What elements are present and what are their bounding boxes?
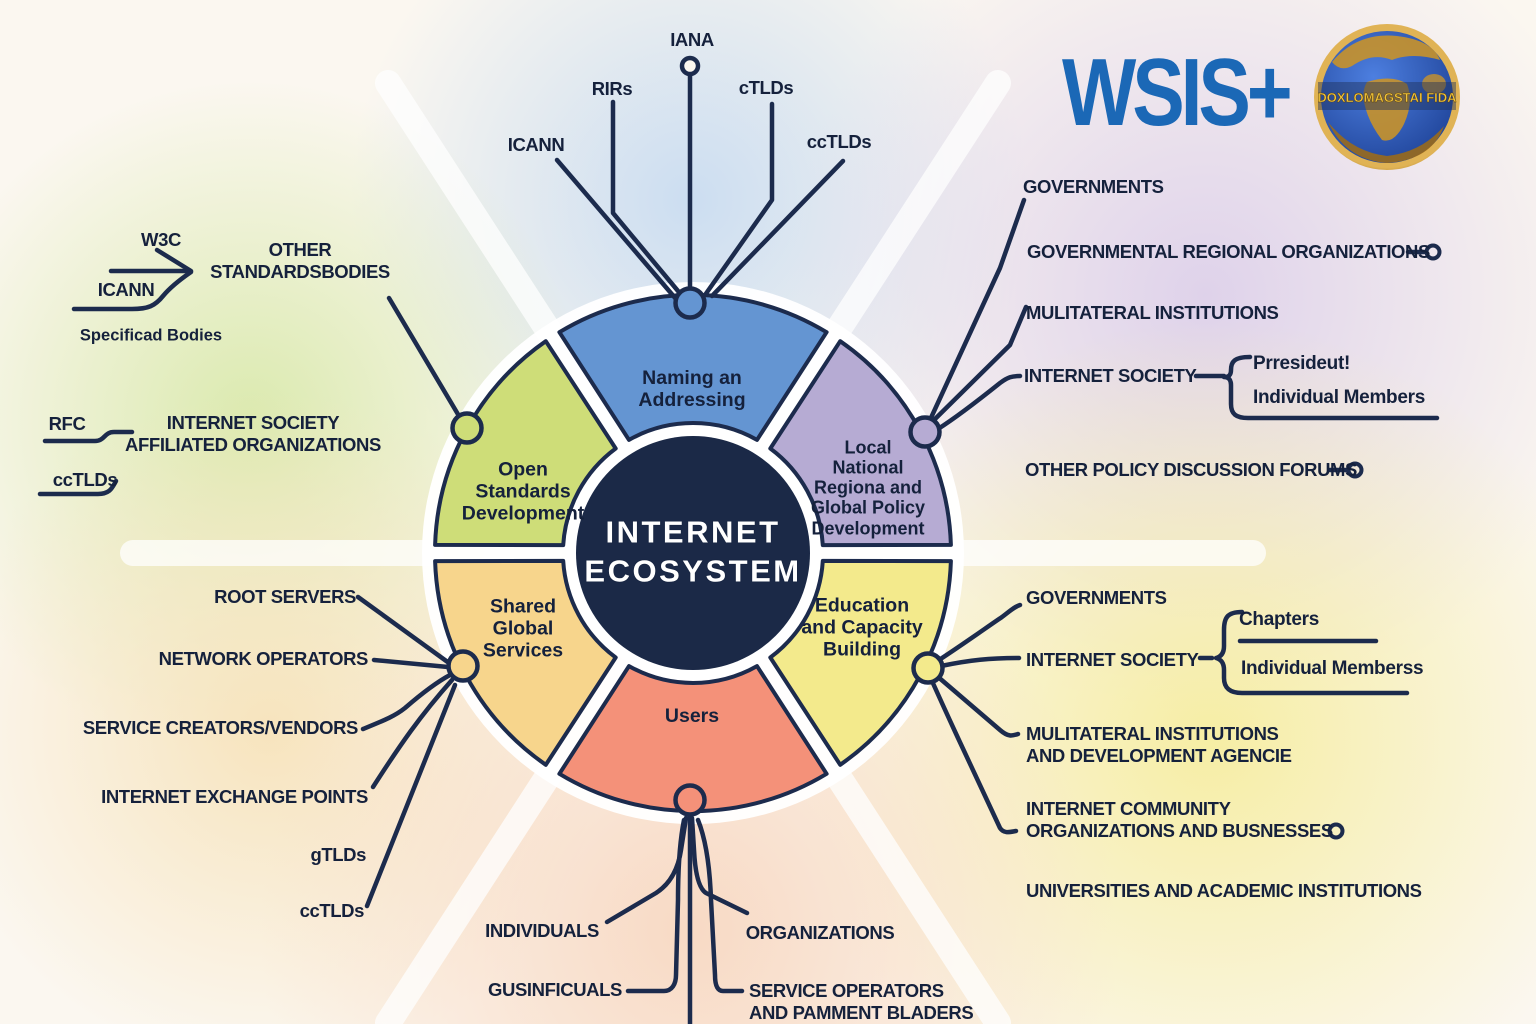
label-internet-society-top: INTERNET SOCIETY (1024, 365, 1197, 387)
label-individual-members: Individual Members (1253, 386, 1425, 408)
label-network-operators: NETWORK OPERATORS (158, 648, 369, 670)
wedge-label-naming: Naming an Addressing (638, 367, 746, 411)
label-universities: UNIVERSITIES AND ACADEMIC INSTITUTIONS (1026, 880, 1422, 902)
label-service-operators: SERVICE OPERATORS AND PAMMENT BLADERS (749, 980, 974, 1023)
center-title: INTERNET ECOSYSTEM (584, 514, 802, 588)
label-other-standards-bodies: OTHER STANDARDSBODIES (210, 239, 390, 282)
label-ctlds: cTLDs (738, 77, 794, 99)
label-cctlds-top: ccTLDs (806, 131, 872, 153)
label-governments-top: GOVERNMENTS (1023, 176, 1164, 198)
label-specificad-bodies: Specificad Bodies (79, 326, 223, 345)
label-rirs: RIRs (591, 78, 633, 100)
node-education (911, 651, 945, 685)
label-rfc: RFC (48, 413, 86, 435)
label-gusinficuals: GUSINFICUALS (488, 979, 622, 1001)
globe-text: DOXLOMAGSTAI FIDA (1317, 90, 1457, 105)
label-internet-society-bottom: INTERNET SOCIETY (1026, 649, 1199, 671)
label-internet-community: INTERNET COMMUNITY ORGANIZATIONS AND BUS… (1026, 798, 1333, 841)
node-shared (446, 649, 480, 683)
label-gtlds: gTLDs (310, 844, 366, 866)
label-multilateral-development: MULITATERAL INSTITUTIONS AND DEVELOPMENT… (1026, 723, 1292, 766)
node-users (673, 783, 707, 817)
label-service-creators-vendors: SERVICE CREATORS/VENDORS (82, 717, 359, 739)
wedge-shared-services (433, 558, 618, 767)
label-cctlds-left: ccTLDs (52, 469, 118, 491)
label-organizations: ORGANIZATIONS (745, 922, 895, 944)
label-governmental-regional-orgs: GOVERNMENTAL REGIONAL ORGANIZATIONS (1027, 241, 1430, 263)
label-individuals: INDIVIDUALS (485, 920, 599, 942)
wsis-logo-text: WSIS+ (1062, 39, 1293, 146)
wedge-label-open: Open Standards Development (461, 458, 585, 524)
wedge-label-policy: Local National Regiona and Global Policy… (810, 437, 926, 539)
label-cctlds-bottom: ccTLDs (299, 900, 365, 922)
wedge-label-users: Users (664, 705, 720, 728)
wedge-education-capacity (768, 558, 953, 767)
center-circle (576, 436, 810, 670)
node-naming (673, 286, 707, 320)
label-iana: IANA (670, 29, 714, 51)
label-icann-left: ICANN (97, 279, 155, 301)
label-governments-bottom: GOVERNMENTS (1026, 587, 1167, 609)
globe-logo: DOXLOMAGSTAI FIDA (1314, 24, 1460, 170)
label-president: Prresideut! (1253, 352, 1351, 374)
wedge-label-education: Education and Capacity Building (801, 594, 923, 660)
label-root-servers: ROOT SERVERS (214, 586, 356, 608)
label-chapters: Chapters (1239, 608, 1319, 630)
wedge-naming-addressing (557, 293, 829, 442)
label-other-policy-forums: OTHER POLICY DISCUSSION FORUMS (1025, 459, 1357, 481)
wedge-policy-development (768, 339, 953, 548)
node-open-standards (450, 411, 484, 445)
wedge-users (557, 664, 829, 813)
label-w3c: W3C (141, 229, 181, 251)
label-isoc-affiliated: INTERNET SOCIETY AFFILIATED ORGANIZATION… (125, 412, 381, 455)
label-icann-top: ICANN (507, 134, 565, 156)
connector-lines (37, 73, 1442, 1024)
wedge-label-shared: Shared Global Services (482, 595, 564, 661)
iana-node (679, 55, 701, 77)
label-multilateral-institutions-top: MULITATERAL INSTITUTIONS (1026, 302, 1279, 324)
wedge-open-standards (433, 339, 618, 548)
white-spokes (120, 70, 1266, 1024)
label-internet-exchange-points: INTERNET EXCHANGE POINTS (101, 786, 368, 808)
node-policy (908, 415, 942, 449)
label-individual-memberss: Individual Memberss (1241, 657, 1424, 679)
